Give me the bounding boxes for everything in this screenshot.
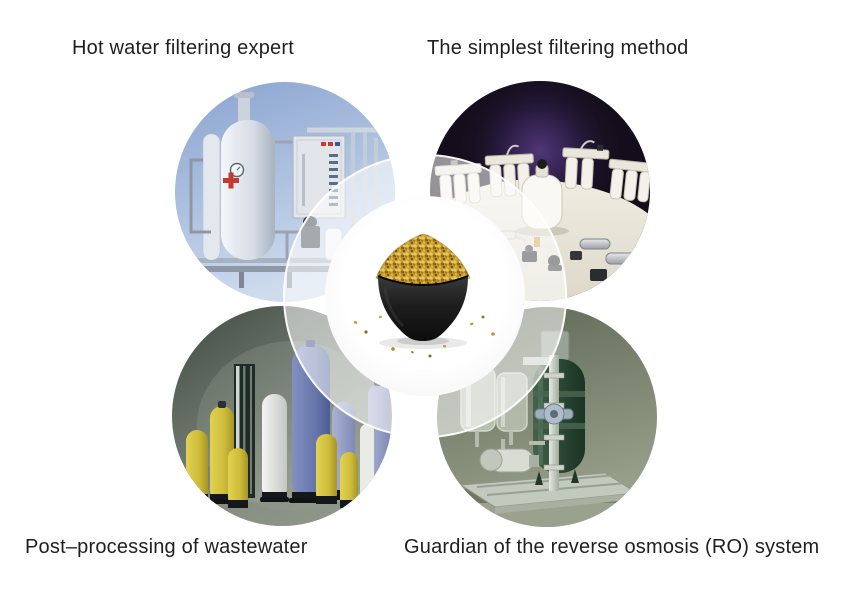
caption-bottom-left: Post–processing of wastewater xyxy=(25,536,308,558)
tank-yellow-small xyxy=(184,430,210,504)
valve-cluster xyxy=(534,403,574,425)
tank-yellow-small-front2 xyxy=(340,452,358,508)
media-mound xyxy=(376,234,470,289)
tank-yellow-small-front xyxy=(228,448,248,508)
bowl xyxy=(378,276,468,341)
filter-media-bowl-illustration xyxy=(353,233,495,358)
tank-white-slim xyxy=(360,424,374,502)
tank-yellow-medium-front xyxy=(316,434,337,504)
filter-unit xyxy=(608,158,650,203)
tank-white-medium xyxy=(260,394,289,502)
caption-top-right: The simplest filtering method xyxy=(427,37,689,59)
photo-filter-media-bowl xyxy=(325,196,525,396)
caption-top-left: Hot water filtering expert xyxy=(72,37,294,59)
caption-bottom-right: Guardian of the reverse osmosis (RO) sys… xyxy=(404,536,820,558)
pump xyxy=(479,448,539,473)
scattered-granules xyxy=(353,315,495,358)
filter-unit xyxy=(562,140,610,190)
